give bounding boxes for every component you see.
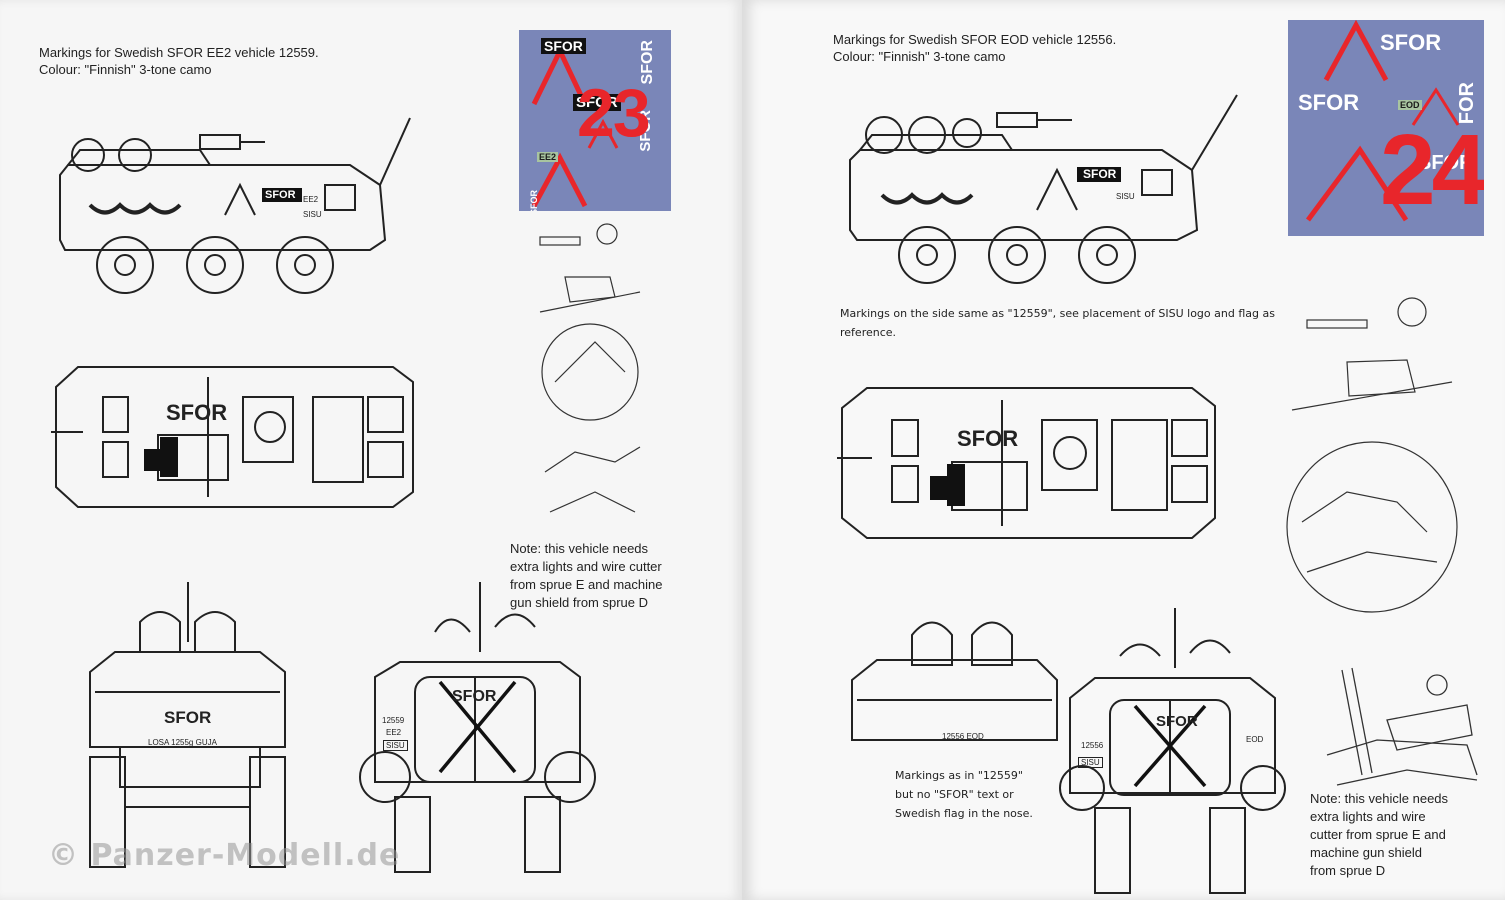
markings-note-line-1: Markings as in "12559" [895,769,1023,782]
right-note-line-4: machine gun shield [1310,845,1423,860]
markings-note-line-2: but no "SFOR" text or [895,788,1014,801]
rear-ee2-label: EE2 [386,728,402,737]
detail-sketches-right [1286,297,1458,613]
markings-note-line-3: Swedish flag in the nose. [895,807,1033,820]
side-view-12556 [849,94,1238,284]
rear-view-12559 [359,582,596,873]
right-page: Markings for Swedish SFOR EOD vehicle 12… [742,0,1505,900]
decal-sheet-23: SFOR SFOR SFOR SFOR 23 EE2 SFOR [519,30,671,211]
right-rear-eod: EOD [1246,735,1264,744]
markings-note: Markings as in "12559" but no "SFOR" tex… [895,766,1033,823]
lights-detail-sketch [1326,667,1478,786]
detail-sketches [539,223,641,513]
decal24-sfor-top: SFOR [1380,30,1442,55]
left-header-colour: Colour: "Finnish" 3-tone camo [39,62,212,77]
side-sisu-label: SISU [303,210,322,219]
left-note-line-2: extra lights and wire cutter [510,559,662,574]
right-note-line-3: cutter from sprue E and [1310,827,1446,842]
decal-sheet-24: SFOR SFOR FOR SFOR 24 EOD [1288,20,1484,236]
front-view-12559 [89,582,286,868]
decal-sfor-black: SFOR [541,38,586,54]
right-note: Note: this vehicle needs extra lights an… [1310,790,1448,880]
left-page: Markings for Swedish SFOR EE2 vehicle 12… [0,0,742,900]
right-side-note-1: Markings on the side same as "12559", se… [840,307,1275,320]
rear-sfor-label: SFOR [452,688,497,705]
right-note-line-2: extra lights and wire [1310,809,1426,824]
left-note-line-1: Note: this vehicle needs [510,541,649,556]
rear-num-label: 12559 [382,716,405,725]
decal24-sfor-bottom: SFOR [1418,152,1474,174]
right-front-plate: 12556 EOD [942,732,984,741]
side-ee2-label: EE2 [303,195,319,204]
left-note-line-3: from sprue E and machine [510,577,663,592]
top-sfor-label: SFOR [166,400,228,425]
right-note-line-1: Note: this vehicle needs [1310,791,1449,806]
side-view-12559 [59,117,411,294]
decal-chevrons-24 [1305,20,1460,222]
decal-ee2: EE2 [537,152,559,162]
front-plate-label: LOSA 1255g GUJA [148,738,217,747]
decal-number-24: 24 [1380,114,1484,226]
decal-sfor-bottom: SFOR [529,190,539,211]
front-sfor-label: SFOR [164,708,212,727]
right-side-sfor-label: SFOR [1083,167,1117,181]
right-header-title: Markings for Swedish SFOR EOD vehicle 12… [833,32,1117,47]
decal24-sfor-left: SFOR [1298,90,1360,115]
right-note-line-5: from sprue D [1310,863,1386,878]
decal-number-23: 23 [577,75,651,151]
side-sfor-label: SFOR [265,189,296,201]
right-rear-sfor-label: SFOR [1156,713,1198,730]
right-side-sisu-label: SISU [1116,192,1135,201]
right-top-sfor-label: SFOR [957,426,1019,451]
top-view-12556 [837,387,1216,539]
top-view-12559 [51,366,414,508]
decal24-eod: EOD [1398,100,1422,110]
right-header-colour: Colour: "Finnish" 3-tone camo [833,49,1006,64]
right-rear-num: 12556 [1081,741,1104,750]
left-header-title: Markings for Swedish SFOR EE2 vehicle 12… [39,45,319,60]
rear-view-12556 [1059,608,1286,894]
front-view-12556 [851,621,1058,741]
left-note-line-4: gun shield from sprue D [510,595,649,610]
rear-sisu-label: SISU [383,740,408,751]
right-side-note-2: reference. [840,326,897,339]
watermark: © Panzer-Modell.de [48,838,401,873]
decal-sfor-small: SFOR [573,94,621,111]
right-rear-sisu: SISU [1078,757,1103,768]
left-note: Note: this vehicle needs extra lights an… [510,540,662,612]
